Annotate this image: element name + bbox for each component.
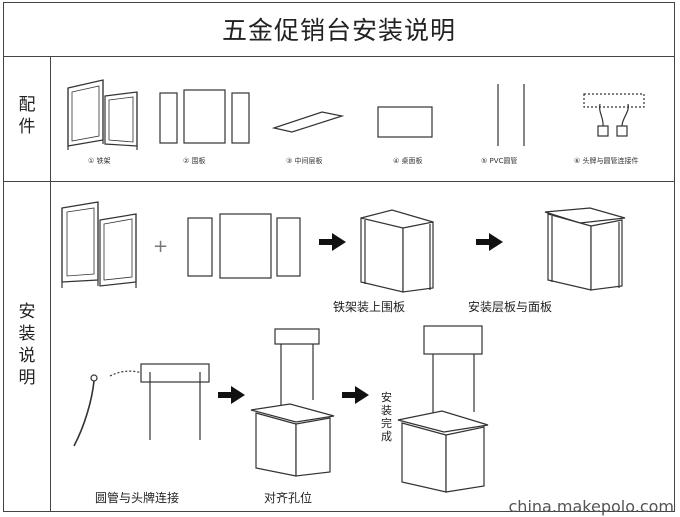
page-title: 五金促销台安装说明 [3,2,675,57]
install-section: 安 装 说 明 [3,182,675,512]
step-panels-attached-figure [360,209,434,293]
install-label-char: 明 [18,368,36,388]
step-label-align-holes: 对齐孔位 [264,491,313,505]
parts-label-char: 件 [18,117,36,137]
arrow-icon [342,386,369,404]
plus-sign: + [153,236,169,257]
frame-part-icon [67,79,138,150]
arrow-icon [476,233,503,251]
part-label-frame: ① 铁架 [88,157,111,165]
part-label-tabletop: ④ 桌面板 [393,157,423,165]
arrow-icon [319,233,346,251]
pvc-tube-part-icon [497,84,525,146]
panel-part-icon [159,89,250,144]
step-label-connect-tube: 圆管与头牌连接 [95,491,180,505]
step-panels-figure [187,213,301,279]
connector-part-icon [583,93,645,137]
step-complete-figure [397,325,489,493]
arrow-icon [218,386,245,404]
step-tube-sign-figure [73,363,210,447]
parts-section: 配 件 [3,57,675,182]
step-align-figure [250,328,335,477]
diagram-frame [3,2,675,512]
step-label-complete: 安装完成 [381,391,392,443]
install-label-char: 安 [18,302,36,322]
step-label-install-shelf: 安装层板与面板 [468,300,553,314]
part-label-shelf: ③ 中间层板 [286,157,323,165]
shelf-part-icon [271,111,345,133]
parts-label-column: 配 件 [3,57,51,181]
step-label-attach-panels: 铁架装上围板 [333,300,406,314]
step-frame-figure [61,201,137,288]
install-label-char: 说 [18,346,36,366]
step-top-installed-figure [544,207,626,291]
install-label-column: 安 装 说 明 [3,182,51,512]
install-label-char: 装 [18,324,36,344]
watermark-text: china.makepolo.com [508,497,675,516]
part-label-panel: ② 围板 [183,157,206,165]
part-label-connector: ⑥ 头牌与圆管连接件 [574,157,639,165]
tabletop-part-icon [377,106,433,138]
part-label-pvc-tube: ⑤ PVC圆管 [481,157,518,165]
parts-label-char: 配 [18,95,36,115]
